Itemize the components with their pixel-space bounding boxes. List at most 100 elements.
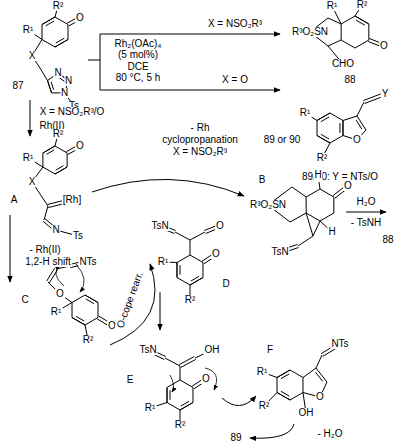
reaction-arrow [110, 264, 155, 345]
chem-text: R¹ [326, 1, 339, 11]
bond [177, 263, 178, 278]
bond [306, 213, 313, 236]
chem-text: X = NSO₂R³ [172, 147, 228, 157]
chem-text: R² [52, 129, 65, 139]
bond [72, 295, 85, 303]
bond [175, 232, 190, 240]
chem-text: R³O₂SN [291, 27, 329, 37]
chem-text: H [313, 170, 322, 180]
chem-text: NTs [330, 339, 349, 349]
compound-label: 88 [381, 235, 394, 245]
bond [42, 40, 55, 48]
bond [317, 113, 330, 121]
bond [55, 146, 67, 153]
reaction-arrow [92, 179, 244, 196]
bond [277, 393, 290, 401]
chem-text: NTs [78, 257, 97, 267]
chem-text: R¹ [299, 108, 312, 118]
bond [167, 388, 168, 403]
bond [42, 17, 55, 25]
bond [290, 213, 306, 222]
bond [302, 378, 303, 393]
bond [317, 113, 330, 121]
compound-label: E [126, 375, 135, 385]
bond [368, 24, 369, 40]
compound-label: B [258, 175, 267, 185]
bond [67, 153, 68, 167]
bond [191, 276, 199, 281]
chem-text: N [60, 88, 69, 98]
bond [333, 197, 334, 213]
bond [43, 167, 55, 174]
bond [55, 40, 68, 48]
bond [180, 403, 193, 411]
chem-text: 1,2-H shift [24, 257, 72, 267]
chem-text: N [51, 225, 60, 235]
bond [313, 221, 320, 236]
reaction-arrow [10, 215, 11, 282]
bond [341, 24, 342, 40]
chem-text: Rh₂(OAc)₄ [114, 39, 163, 49]
bond [316, 372, 323, 381]
chem-text: O [315, 392, 325, 402]
bond [356, 20, 365, 25]
chem-text: O [211, 249, 221, 259]
bond [167, 403, 180, 411]
bond [181, 359, 196, 367]
bond [277, 370, 290, 378]
bond [51, 82, 54, 90]
bond [180, 380, 193, 388]
chem-text: O [215, 221, 225, 231]
chem-text: R¹ [22, 153, 35, 163]
compound-label: 89 [229, 433, 242, 443]
bond [72, 303, 73, 318]
chem-text: H [327, 227, 336, 237]
bond [192, 388, 193, 403]
bond [357, 116, 366, 130]
bond [170, 390, 171, 400]
chem-text: cyclopropanation [161, 135, 239, 145]
bond [320, 213, 334, 221]
reaction-arrow [250, 424, 294, 438]
bond [321, 117, 329, 122]
bond [177, 263, 178, 278]
bond [42, 153, 43, 167]
reaction-arrow [30, 100, 31, 136]
bond [321, 134, 329, 139]
chem-text: O [75, 13, 85, 23]
bond [97, 303, 98, 318]
bond [342, 121, 343, 136]
bond [177, 278, 190, 286]
bond [317, 136, 330, 144]
bond [190, 278, 203, 286]
chem-text: - Rh(II) [28, 245, 61, 255]
electron-arrow [170, 375, 174, 392]
bond [55, 167, 67, 174]
arrow-layer [10, 34, 386, 438]
chem-text: R³O₂SN [249, 200, 287, 210]
bond [328, 40, 341, 46]
chem-text: X = NSO₂R³ [207, 19, 263, 29]
bond [180, 366, 181, 380]
chem-text: OH [204, 345, 221, 355]
bond [202, 263, 203, 278]
bond [46, 21, 54, 26]
bond [355, 16, 369, 24]
bond [55, 167, 67, 174]
chem-text: (5 mol%) [117, 50, 159, 60]
bond [85, 295, 98, 303]
bond [277, 370, 290, 378]
bond [330, 136, 343, 144]
chem-text: R¹ [50, 307, 63, 317]
chem-text: - Rh [190, 123, 211, 133]
bond [86, 299, 94, 304]
chem-text: R¹ [144, 403, 157, 413]
chem-text: Y [381, 89, 390, 99]
chem-text: O [201, 374, 211, 384]
bond [40, 194, 48, 206]
chem-text: X [28, 51, 37, 61]
chem-text: O [379, 41, 389, 51]
bond [72, 318, 85, 326]
bond [281, 391, 289, 396]
bond [76, 316, 84, 321]
